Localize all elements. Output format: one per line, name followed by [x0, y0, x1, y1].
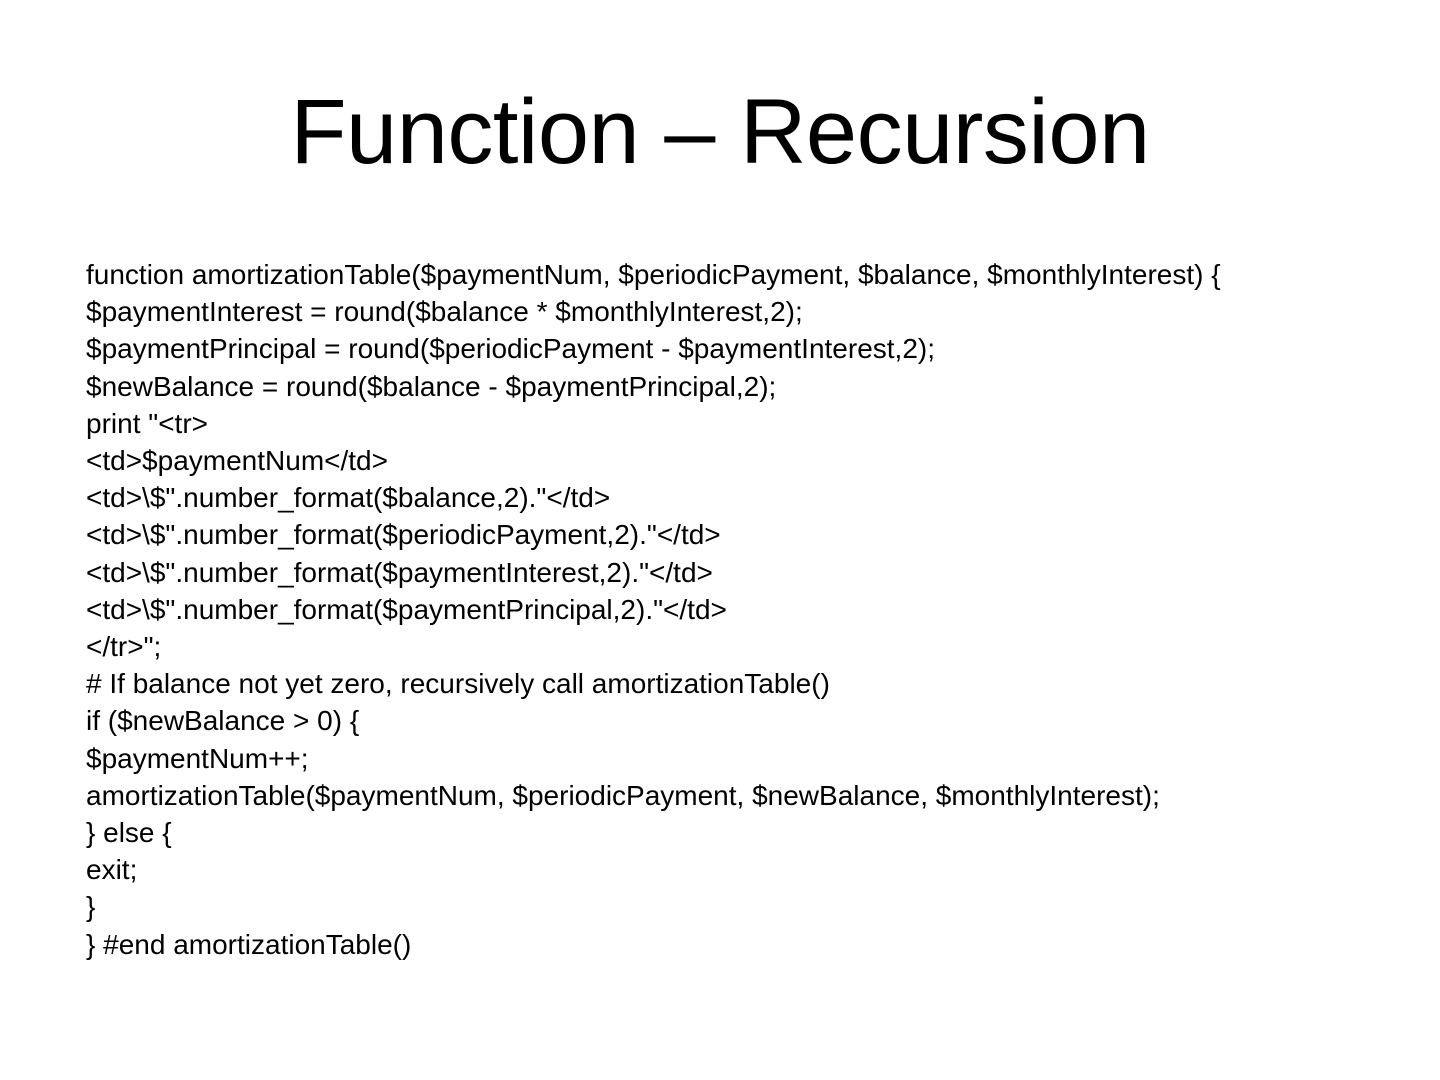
- code-line: <td>\$".number_format($paymentInterest,2…: [86, 556, 713, 588]
- code-body-block: function amortizationTable($paymentNum, …: [86, 256, 1356, 963]
- code-line: $newBalance = round($balance - $paymentP…: [86, 370, 777, 402]
- code-line: # If balance not yet zero, recursively c…: [86, 668, 830, 700]
- code-line: $paymentInterest = round($balance * $mon…: [86, 296, 803, 328]
- code-line: if ($newBalance > 0) {: [86, 705, 360, 737]
- code-line: } else {: [86, 817, 172, 849]
- slide-title: Function – Recursion: [290, 81, 1150, 183]
- code-line: $paymentNum++;: [86, 742, 309, 774]
- code-line: <td>\$".number_format($balance,2)."</td>: [86, 482, 611, 514]
- code-line: exit;: [86, 854, 138, 886]
- code-line: <td>$paymentNum</td>: [86, 445, 388, 477]
- code-line: $paymentPrincipal = round($periodicPayme…: [86, 333, 935, 365]
- code-line: <td>\$".number_format($periodicPayment,2…: [86, 519, 721, 551]
- code-line: amortizationTable($paymentNum, $periodic…: [86, 779, 1160, 811]
- code-line: function amortizationTable($paymentNum, …: [86, 259, 1221, 290]
- code-line: </tr>";: [86, 631, 162, 663]
- code-line: <td>\$".number_format($paymentPrincipal,…: [86, 593, 727, 625]
- code-line: print "<tr>: [86, 407, 208, 439]
- code-line: }: [86, 891, 96, 923]
- code-line: } #end amortizationTable(): [86, 928, 412, 960]
